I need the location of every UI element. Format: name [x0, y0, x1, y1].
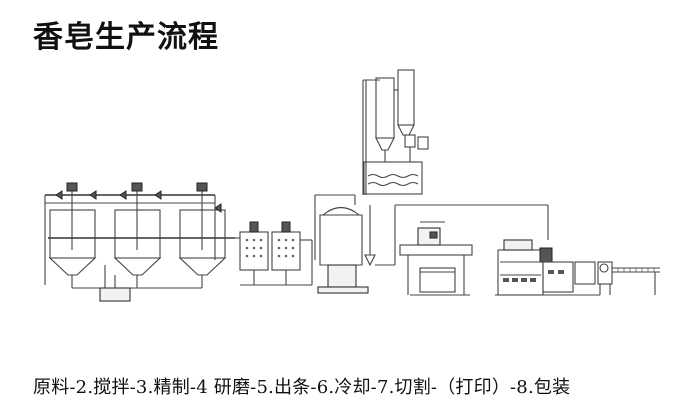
cutting-machine: [495, 239, 600, 296]
process-caption: 原料-2.搅拌-3.精制-4 研磨-5.出条-6.冷却-7.切割-（打印）-8.…: [33, 377, 571, 398]
extruder-cooling: [399, 221, 473, 296]
vacuum-condenser: [363, 69, 429, 195]
grinding-tower: [314, 79, 380, 294]
page-title: 香皂生产流程: [33, 20, 219, 55]
packaging-conveyor: [597, 261, 660, 295]
refining-tanks: [239, 221, 313, 286]
mixing-tanks: [44, 182, 240, 302]
